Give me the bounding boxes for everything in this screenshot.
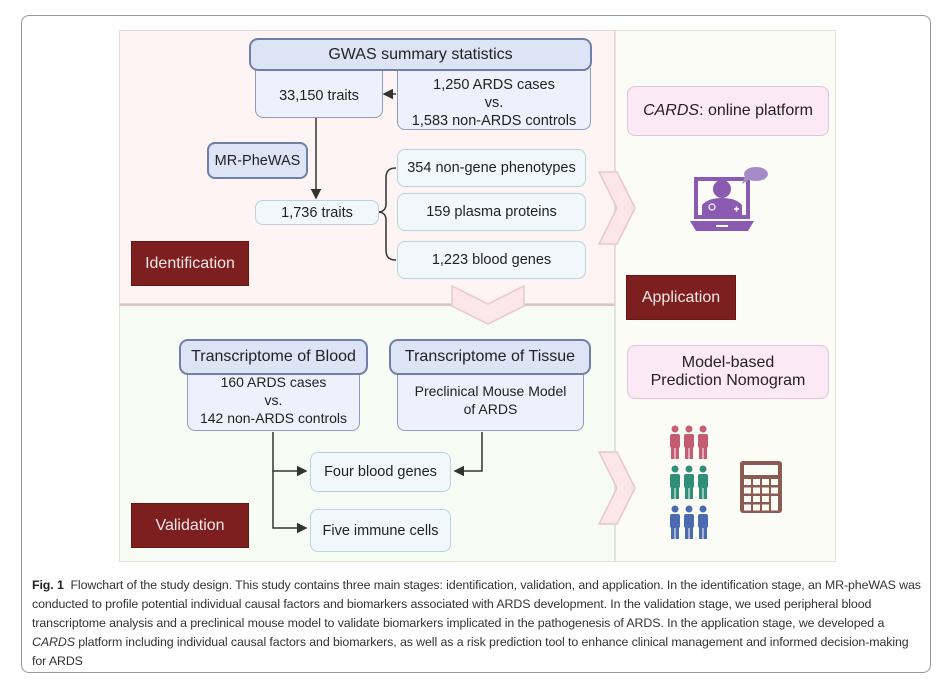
chevron-down-arrow-icon — [451, 284, 525, 325]
traits-total-box: 33,150 traits — [255, 68, 383, 118]
stage-label-identification: Identification — [131, 241, 249, 286]
person-icon — [670, 425, 680, 459]
blood-controls-line: 142 non-ARDS controls — [199, 409, 348, 426]
gwas-header-text: GWAS summary statistics — [328, 45, 513, 63]
category-box: 159 plasma proteins — [397, 193, 586, 231]
arrow-blood-to-genes — [272, 432, 308, 477]
result-genes-box: Four blood genes — [310, 452, 451, 492]
cards-name: CARDS — [643, 102, 700, 119]
traits-selected-text: 1,736 traits — [281, 204, 353, 221]
calculator-key — [771, 479, 778, 485]
population-group-icon — [670, 425, 708, 539]
person-icon — [684, 505, 694, 539]
vs-line: vs. — [484, 94, 504, 111]
stage-label-validation: Validation — [131, 503, 249, 548]
figure-frame — [21, 15, 931, 673]
blood-vs-line: vs. — [264, 391, 283, 408]
person-icon — [698, 465, 708, 499]
arrow-blood-to-cells — [272, 471, 308, 534]
brace-categories — [377, 167, 397, 261]
mouse-model-line2: of ARDS — [463, 400, 518, 417]
traits-total-text: 33,150 traits — [279, 87, 359, 104]
traits-selected-box: 1,736 traits — [255, 200, 379, 225]
cards-suffix: : online platform — [699, 102, 813, 119]
gwas-header-box: GWAS summary statistics — [249, 38, 592, 71]
caption-italic-cards: CARDS — [32, 635, 75, 649]
category-text: 354 non-gene phenotypes — [407, 160, 576, 176]
calculator-key — [762, 504, 769, 511]
chevron-right-arrow-icon — [597, 171, 636, 245]
person-icon — [698, 425, 708, 459]
person-icon — [670, 465, 680, 499]
calculator-key — [753, 487, 760, 494]
calculator-icon — [740, 461, 782, 513]
calculator-key — [744, 496, 751, 502]
calculator-key — [744, 479, 751, 485]
figure-caption: Fig. 1 Flowchart of the study design. Th… — [32, 576, 922, 671]
calculator-key — [762, 479, 769, 485]
blood-cases-line: 160 ARDS cases — [220, 373, 327, 390]
category-text: 1,223 blood genes — [431, 252, 552, 268]
cases-controls-box: 1,250 ARDS cases vs. 1,583 non-ARDS cont… — [397, 68, 591, 130]
calculator-key — [771, 487, 778, 494]
stage-label-application: Application — [626, 275, 736, 320]
online-doctor-laptop-icon — [690, 167, 768, 231]
calculator-key — [771, 496, 778, 511]
category-text: 159 plasma proteins — [426, 204, 557, 220]
person-icon — [670, 505, 680, 539]
category-box: 354 non-gene phenotypes — [397, 149, 586, 187]
category-box: 1,223 blood genes — [397, 241, 586, 279]
caption-text-part2: platform including individual causal fac… — [32, 635, 909, 668]
mr-phewas-box: MR-PheWAS — [207, 142, 308, 179]
mr-phewas-text: MR-PheWAS — [214, 152, 301, 169]
calculator-key — [762, 487, 769, 494]
caption-text-part1: Flowchart of the study design. This stud… — [32, 578, 921, 630]
controls-line: 1,583 non-ARDS controls — [411, 112, 577, 129]
cards-platform-box: CARDS: online platform — [627, 86, 829, 136]
nomogram-box: Model-based Prediction Nomogram — [627, 345, 829, 399]
blood-cohort-box: 160 ARDS cases vs. 142 non-ARDS controls — [187, 365, 360, 431]
blood-transcriptome-header: Transcriptome of Blood — [179, 339, 368, 375]
calculator-key — [753, 504, 760, 511]
tissue-transcriptome-header: Transcriptome of Tissue — [389, 339, 591, 375]
calculator-key — [753, 479, 760, 485]
mouse-model-box: Preclinical Mouse Model of ARDS — [397, 365, 584, 431]
cases-line: 1,250 ARDS cases — [433, 76, 555, 93]
calculator-key — [744, 504, 751, 511]
calculator-key — [762, 496, 769, 502]
person-icon — [698, 505, 708, 539]
chevron-right-arrow-icon — [597, 451, 636, 525]
arrow-tissue-to-genes — [453, 432, 483, 477]
result-cells-box: Five immune cells — [310, 509, 451, 552]
person-icon — [684, 465, 694, 499]
calculator-key — [753, 496, 760, 502]
figure-label: Fig. 1 — [32, 578, 64, 592]
person-icon — [684, 425, 694, 459]
mouse-model-line1: Preclinical Mouse Model — [414, 382, 567, 399]
calculator-key — [744, 487, 751, 494]
